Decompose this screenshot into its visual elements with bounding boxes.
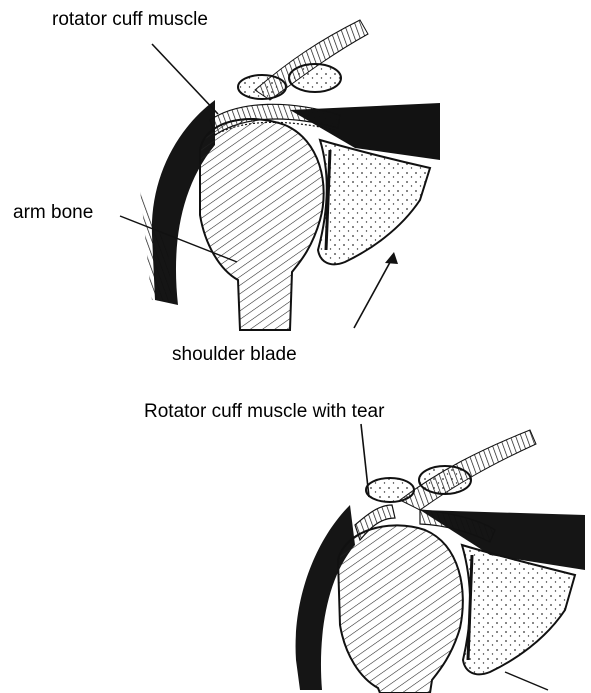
rotator-cuff-muscle-label: rotator cuff muscle [52,10,208,29]
arm-bone-label: arm bone [13,203,93,222]
torn-rotator-cuff-label: Rotator cuff muscle with tear [144,402,384,421]
shoulder-blade-label: shoulder blade [172,345,297,364]
healthy-shoulder-illustration [120,20,440,330]
torn-shoulder-illustration [296,424,585,693]
